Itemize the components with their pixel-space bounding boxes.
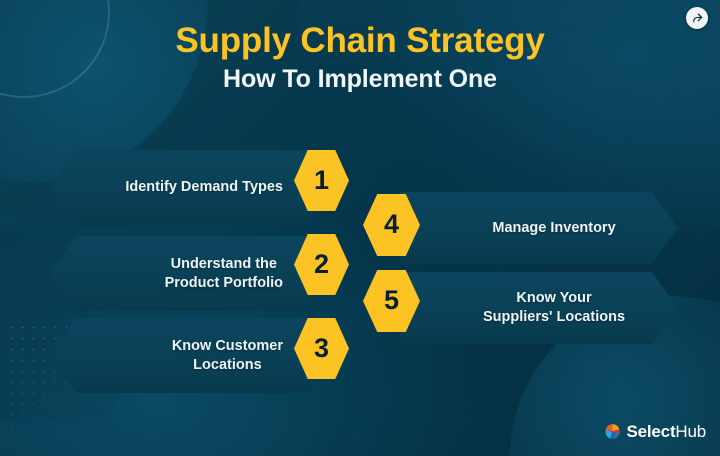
share-button[interactable] (686, 7, 708, 29)
selecthub-pinwheel-icon (604, 423, 621, 440)
step-number-4: 4 (383, 209, 400, 239)
step-bar-1: Identify Demand Types (50, 150, 313, 225)
step-row-2[interactable]: Understand the Product Portfolio (50, 236, 313, 311)
step-number-3: 3 (313, 332, 330, 363)
step-label-5: Know Your Suppliers' Locations (482, 290, 626, 325)
step-hexagon-4[interactable]: 4 (363, 193, 420, 257)
share-arrow-icon (691, 12, 704, 25)
step-row-3[interactable]: Know Customer Locations (50, 318, 313, 393)
selecthub-logo[interactable]: SelectHub (604, 423, 706, 440)
step-label-4: Manage Inventory (492, 219, 616, 236)
step-row-5[interactable]: Know Your Suppliers' Locations (400, 272, 678, 344)
page-subtitle: How To Implement One (223, 64, 497, 93)
step-bar-2: Understand the Product Portfolio (50, 236, 313, 311)
step-number-2: 2 (313, 248, 330, 279)
step-row-4[interactable]: Manage Inventory (400, 192, 678, 264)
step-bar-4: Manage Inventory (400, 192, 678, 264)
step-number-1: 1 (313, 164, 330, 195)
step-bar-5: Know Your Suppliers' Locations (400, 272, 678, 344)
step-number-5: 5 (383, 285, 400, 315)
step-label-2: Understand the Product Portfolio (164, 255, 283, 291)
page-title: Supply Chain Strategy (175, 21, 545, 60)
logo-text-hub: Hub (675, 422, 706, 441)
step-hexagon-5[interactable]: 5 (363, 269, 420, 333)
step-label-3: Know Customer Locations (171, 337, 283, 373)
selecthub-wordmark: SelectHub (626, 422, 707, 441)
logo-text-select: Select (626, 422, 676, 441)
step-label-1: Identify Demand Types (125, 179, 283, 196)
step-row-1[interactable]: Identify Demand Types (50, 150, 313, 225)
step-bar-3: Know Customer Locations (50, 318, 313, 393)
title-block: Supply Chain Strategy How To Implement O… (0, 22, 720, 93)
